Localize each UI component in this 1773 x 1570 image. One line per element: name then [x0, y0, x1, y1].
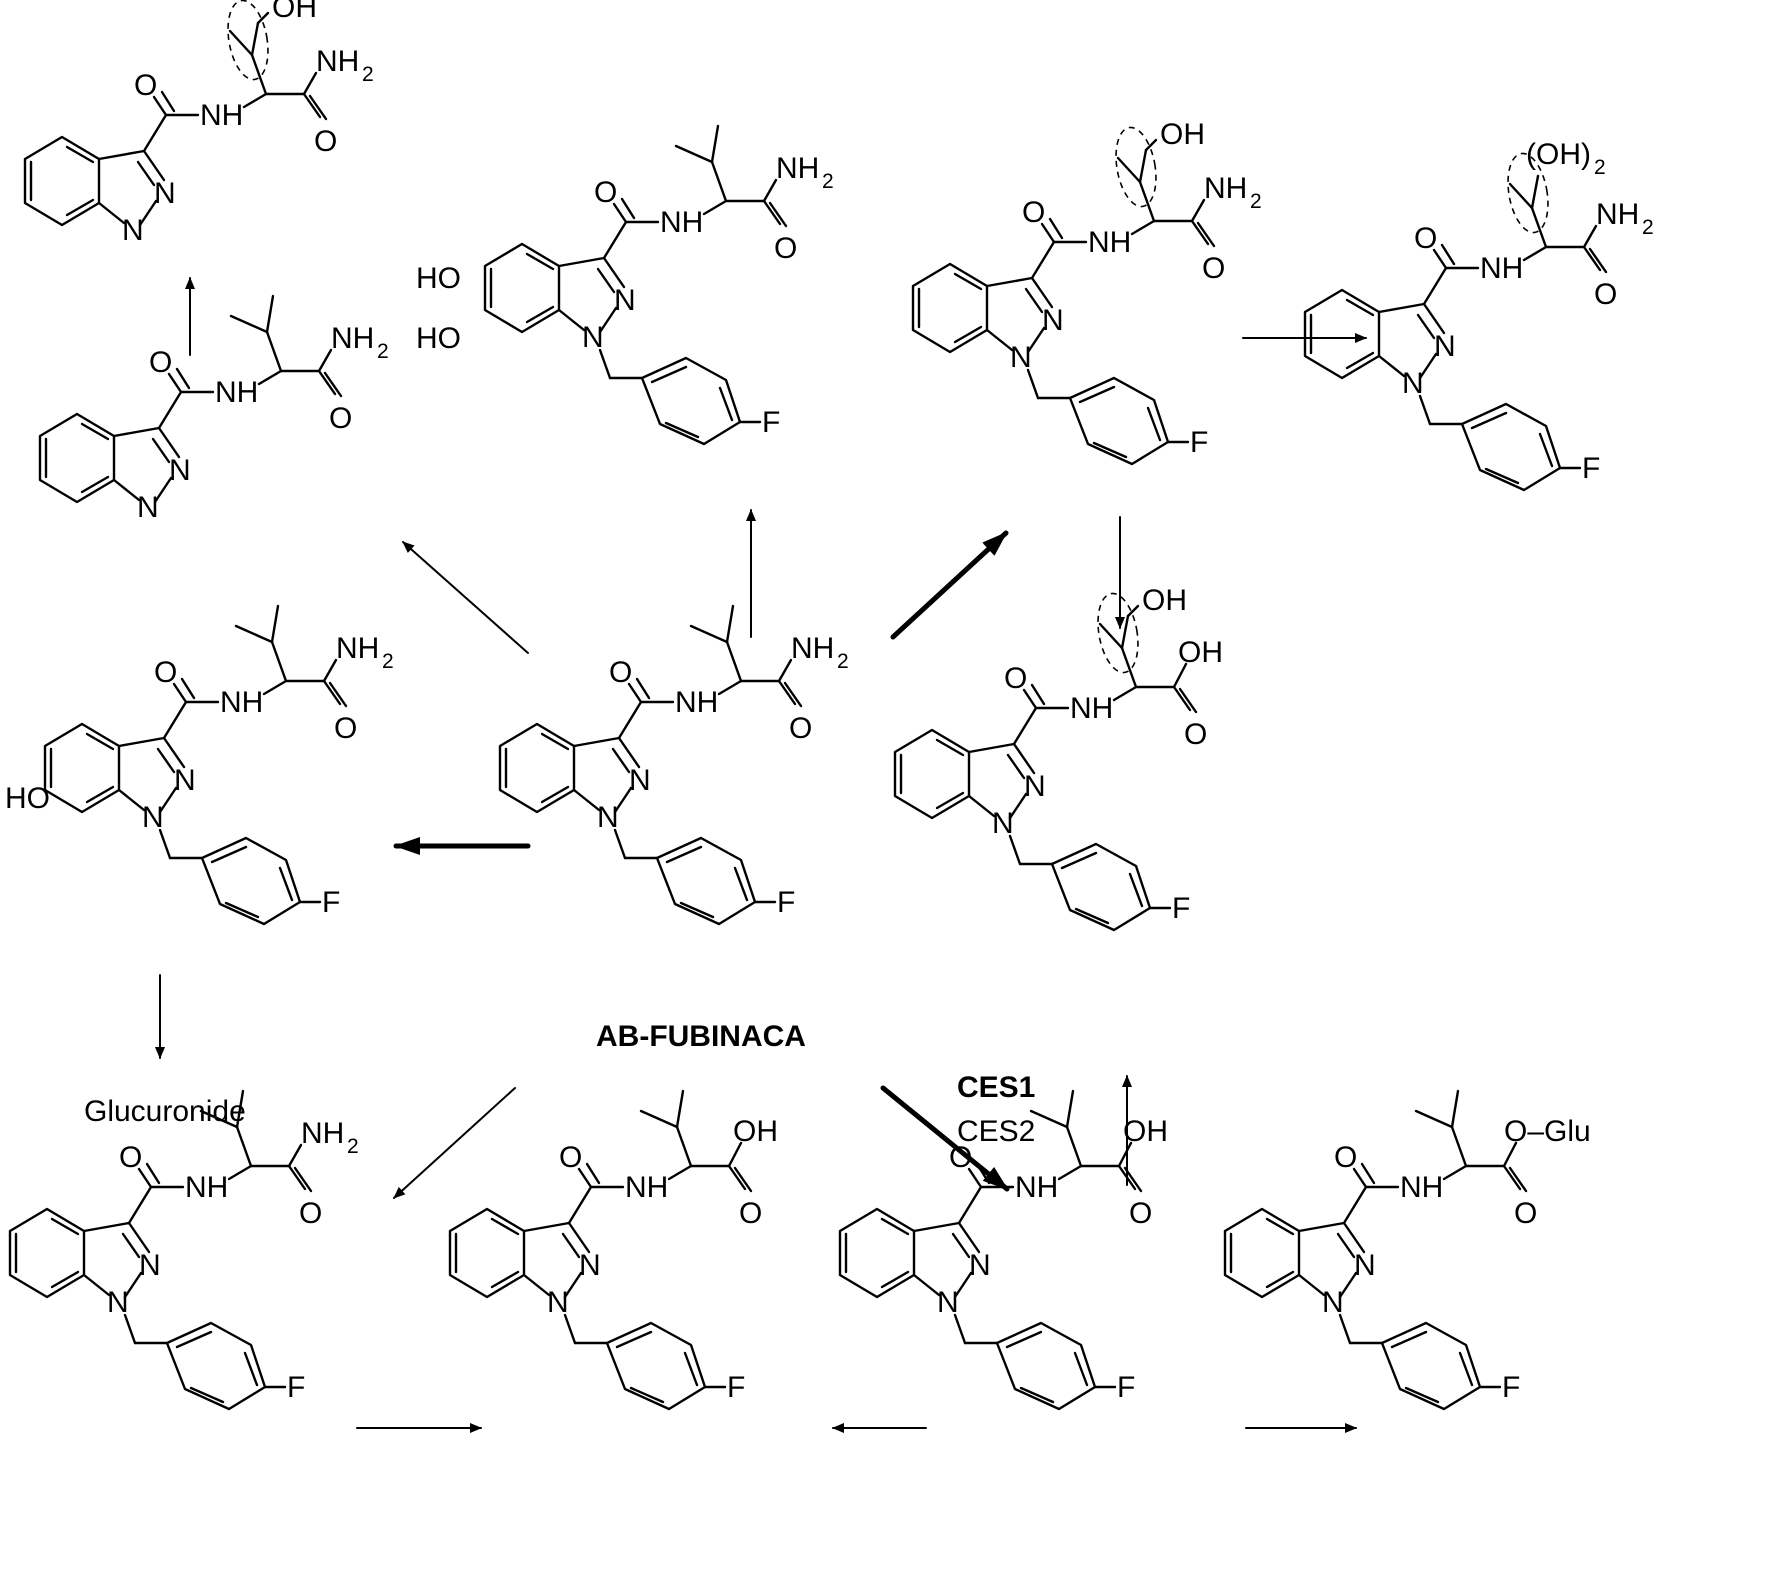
- enzyme-major-label: CES1: [957, 1071, 1035, 1104]
- atom-label: HO: [5, 782, 50, 815]
- atom-subscript: 2: [1594, 156, 1606, 179]
- glucuronide-label: Glucuronide: [84, 1095, 246, 1128]
- structure-acyl-glucuronide: O–Glu: [1223, 1089, 1591, 1411]
- arrow-ces-hydrolysis: [880, 1085, 1010, 1192]
- parent-compound-label: AB-FUBINACA: [596, 1020, 806, 1053]
- enzyme-minor-label: CES2: [957, 1115, 1035, 1148]
- atom-label: (OH): [1526, 138, 1591, 171]
- structure-dihydrodiol: HO HO: [416, 124, 835, 446]
- structure-n-dealkylated: [38, 294, 390, 526]
- structure-dehydro-amide: [8, 1089, 360, 1411]
- structure-hydroxy-acid: OH: [893, 584, 1225, 932]
- structure-dihydroxy-valine: (OH) 2: [1303, 138, 1655, 492]
- arrow-to-hydroxy-valine: [890, 530, 1009, 640]
- atom-label: HO: [416, 262, 461, 295]
- structure-hydroxy-valine: OH: [911, 118, 1263, 466]
- structure-indazole-hydroxylated: HO: [5, 604, 395, 926]
- atom-label: HO: [416, 322, 461, 355]
- structure-top-left-hydroxy-indazole: OH: [23, 0, 375, 249]
- structure-dehydro-acid: [448, 1089, 780, 1411]
- atom-label: OH: [272, 0, 317, 24]
- atom-label: OH: [1142, 584, 1187, 617]
- structure-ab-fubinaca: [498, 604, 850, 926]
- atom-label: OH: [1160, 118, 1205, 151]
- arrow-to-dehydro-amide: [393, 1087, 516, 1199]
- atom-label: O–Glu: [1504, 1115, 1591, 1148]
- arrow-to-n-dealkylated: [402, 541, 529, 654]
